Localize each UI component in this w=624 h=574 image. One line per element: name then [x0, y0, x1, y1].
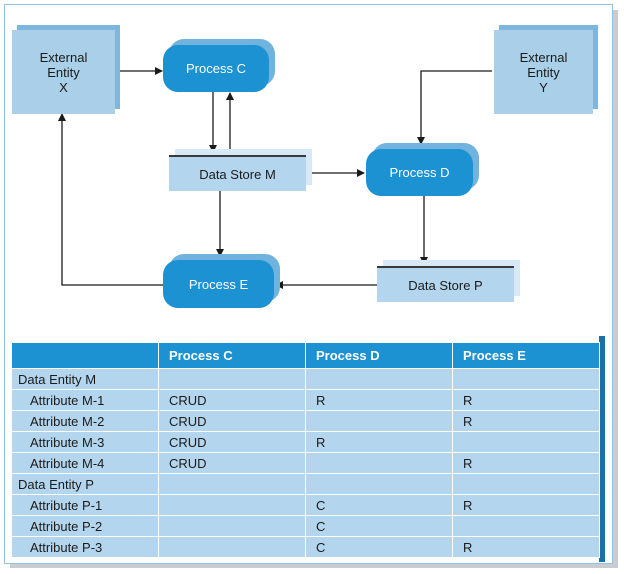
matrix-header-row: Process C Process D Process E: [11, 342, 600, 369]
row-label: Attribute M-1: [11, 389, 159, 411]
row-label: Data Entity P: [11, 473, 159, 495]
table-row: Attribute M-1 CRUD R R: [11, 389, 600, 411]
process-c: Process C: [163, 45, 269, 92]
table-row: Attribute M-2 CRUD R: [11, 410, 600, 432]
data-store-p: Data Store P: [377, 266, 514, 302]
table-row: Data Entity P: [11, 473, 600, 495]
table-row: Attribute M-4 CRUD R: [11, 452, 600, 474]
cell-process-d: R: [305, 389, 453, 411]
cell-process-c: [158, 473, 306, 495]
table-row: Attribute P-1 C R: [11, 494, 600, 516]
matrix-header-process-e: Process E: [452, 342, 600, 369]
matrix-edge: [599, 336, 605, 562]
cell-process-e: R: [452, 536, 600, 558]
cell-process-e: R: [452, 410, 600, 432]
cell-process-c: [158, 536, 306, 558]
frame-shadow-bottom: [10, 562, 618, 568]
row-label: Attribute M-4: [11, 452, 159, 474]
crud-matrix: Process C Process D Process E Data Entit…: [11, 336, 605, 562]
cell-process-d: [305, 410, 453, 432]
cell-process-e: [452, 515, 600, 537]
cell-process-d: C: [305, 515, 453, 537]
process-d: Process D: [366, 149, 473, 196]
matrix-header-corner: [11, 342, 159, 369]
cell-process-d: C: [305, 494, 453, 516]
matrix-header-process-d: Process D: [305, 342, 453, 369]
row-label: Data Entity M: [11, 368, 159, 390]
cell-process-c: [158, 515, 306, 537]
cell-process-c: CRUD: [158, 452, 306, 474]
crud-table: Process C Process D Process E Data Entit…: [11, 342, 600, 558]
cell-process-d: [305, 473, 453, 495]
row-label: Attribute M-3: [11, 431, 159, 453]
cell-process-c: CRUD: [158, 431, 306, 453]
external-entity-y-line-1: External: [519, 49, 568, 65]
cell-process-c: CRUD: [158, 410, 306, 432]
arrow-y-to-d: [417, 70, 492, 145]
cell-process-e: R: [452, 494, 600, 516]
cell-process-e: [452, 431, 600, 453]
external-entity-x-line-2: Entity: [47, 64, 80, 80]
external-entity-x: External Entity X: [12, 30, 115, 114]
external-entity-y-line-3: Y: [539, 79, 548, 95]
table-row: Data Entity M: [11, 368, 600, 390]
cell-process-c: [158, 494, 306, 516]
row-label: Attribute P-1: [11, 494, 159, 516]
cell-process-d: C: [305, 536, 453, 558]
cell-process-d: R: [305, 431, 453, 453]
cell-process-e: R: [452, 452, 600, 474]
frame-shadow-right: [612, 10, 618, 567]
external-entity-y: External Entity Y: [494, 30, 593, 114]
external-entity-y-line-2: Entity: [527, 64, 560, 80]
cell-process-e: R: [452, 389, 600, 411]
row-label: Attribute P-2: [11, 515, 159, 537]
arrow-e-to-x: [58, 113, 163, 286]
row-label: Attribute M-2: [11, 410, 159, 432]
cell-process-c: [158, 368, 306, 390]
cell-process-e: [452, 473, 600, 495]
external-entity-x-line-1: External: [39, 49, 88, 65]
table-row: Attribute P-3 C R: [11, 536, 600, 558]
cell-process-d: [305, 368, 453, 390]
matrix-header-process-c: Process C: [158, 342, 306, 369]
row-label: Attribute P-3: [11, 536, 159, 558]
table-row: Attribute M-3 CRUD R: [11, 431, 600, 453]
data-store-m: Data Store M: [169, 155, 306, 191]
cell-process-e: [452, 368, 600, 390]
cell-process-c: CRUD: [158, 389, 306, 411]
cell-process-d: [305, 452, 453, 474]
external-entity-x-line-3: X: [59, 79, 68, 95]
process-e: Process E: [163, 260, 274, 308]
table-row: Attribute P-2 C: [11, 515, 600, 537]
